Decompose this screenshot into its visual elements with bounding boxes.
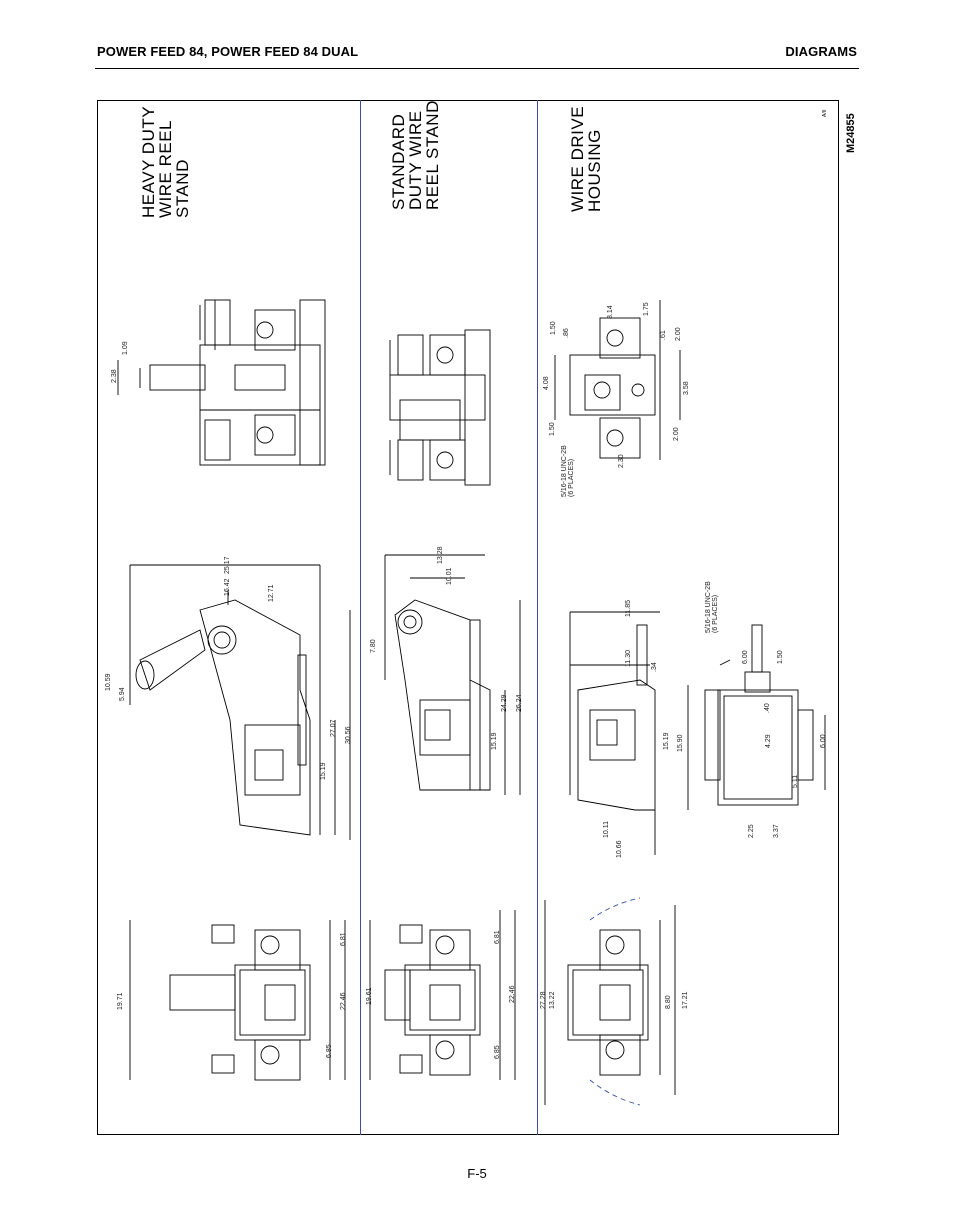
section-title-standard-duty: STANDARD DUTY WIRE REEL STAND [389,100,442,210]
dim-label: 6.81 [494,930,501,944]
dim-label: 2.38 [111,369,118,383]
dim-label: 4.29 [765,734,772,748]
section-divider-1 [360,100,361,1135]
dim-label: 13.22 [549,991,556,1009]
dim-label: 15.19 [663,732,670,750]
dim-label: 15.19 [491,732,498,750]
sd-top-view [389,329,491,486]
dim-label: 10.66 [616,840,623,858]
dim-label: 11.85 [625,600,632,617]
sd-front-view [369,910,516,1080]
wd-end-note: 5/16-18 UNC-2B (6 PLACES) [705,581,719,633]
dim-label: .34 [651,662,658,672]
dim-label: 1.09 [122,341,129,355]
dim-label: .40 [764,703,771,713]
dim-label: 1.50 [549,422,556,436]
dim-label: 5.94 [119,687,126,701]
dim-label: 15.19 [320,762,327,780]
dim-label: 10.01 [446,567,453,585]
wd-side-view [569,611,689,855]
dim-label: 6.00 [742,650,749,664]
dim-label: 4.08 [543,376,550,390]
dim-label: 24.29 [501,694,508,712]
sd-side-view [384,554,521,795]
wd-end-view [704,624,826,806]
dim-label: 1.75 [643,302,650,316]
dim-label: 11.30 [625,650,632,667]
section-title-heavy-duty: HEAVY DUTY WIRE REEL STAND [139,105,192,218]
dim-label: 6.85 [326,1044,333,1058]
dim-label: 27.28 [540,991,547,1009]
dim-label: 16.42 [224,578,231,596]
dim-label: 2.00 [673,427,680,441]
dim-label: 10.59 [105,673,112,691]
model-number: M24855 [845,113,857,153]
dim-label: 13.28 [437,546,444,564]
wd-top-note: 5/16-18 UNC-2B (6 PLACES) [561,445,575,497]
header-rule [95,68,859,69]
dim-label: 30.56 [345,726,352,744]
page-header-title: POWER FEED 84, POWER FEED 84 DUAL [97,44,359,59]
dim-label: 10.11 [603,821,610,838]
dim-label: 6.85 [494,1045,501,1059]
dim-label: 15.90 [677,734,684,752]
dim-label: .86 [563,328,570,338]
dim-label: 19.61 [366,987,373,1005]
dim-label: 8.14 [607,305,614,319]
dim-label: 6.81 [340,932,347,946]
dim-label: 3.37 [773,824,780,838]
dim-label: 22.46 [509,985,516,1003]
dim-label: 6.00 [820,734,827,748]
page-header-section: DIAGRAMS [785,44,857,59]
dim-label: 2.25 [748,824,755,838]
dim-label: 26.24 [516,694,523,712]
wd-front-view [544,897,676,1106]
dim-label: 27.07 [330,719,337,737]
wd-top-view [554,300,681,460]
dim-label: 1.50 [777,650,784,664]
section-divider-2 [537,100,538,1135]
section-title-wire-drive: WIRE DRIVE HOUSING [568,105,604,212]
dim-label: 5.11 [792,774,799,788]
hd-top-view [117,299,326,466]
dim-label: 17.21 [682,991,689,1009]
hd-front-view [129,920,346,1081]
dim-label: 22.46 [340,992,347,1010]
dim-label: 2.30 [618,454,625,468]
dim-label: .61 [660,330,667,340]
dim-label: 3.58 [683,381,690,395]
diagram-frame [97,100,839,1135]
dim-label: 19.71 [117,992,124,1010]
dim-label: 1.50 [550,321,557,335]
hd-side-view [129,564,351,840]
dim-label: 25.17 [224,556,231,574]
dim-label: 12.71 [268,584,275,602]
page-number: F-5 [467,1166,487,1181]
revision-mark: A/II [822,109,828,117]
dim-label: 8.80 [665,995,672,1009]
dim-label: 2.00 [675,327,682,341]
dim-label: 7.80 [370,639,377,653]
